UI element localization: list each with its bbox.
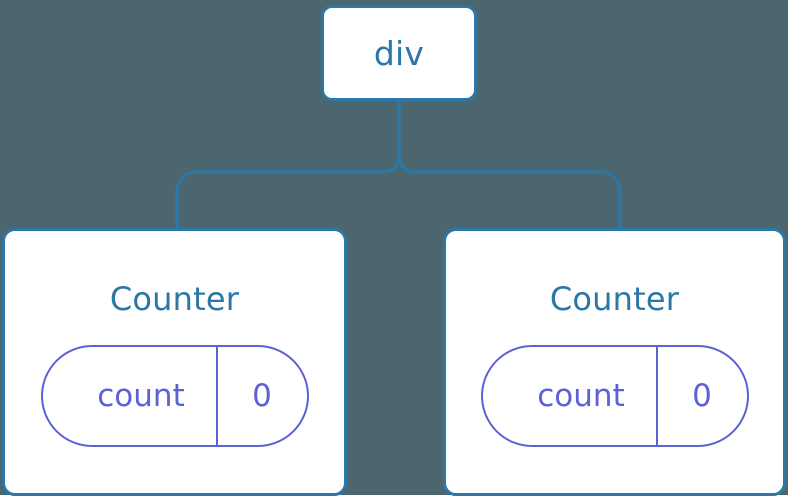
node-div[interactable]: div (321, 5, 477, 101)
node-div-label: div (373, 33, 425, 73)
node-counter-left-label: Counter (109, 280, 240, 318)
state-key-left: count (43, 347, 218, 445)
node-counter-right-label: Counter (549, 280, 680, 318)
edge-root-to-right-child (397, 98, 622, 234)
state-pill-left[interactable]: count 0 (40, 345, 309, 447)
node-counter-left[interactable]: Counter count 0 (2, 228, 347, 496)
state-value-left: 0 (252, 377, 272, 414)
state-value-right: 0 (692, 377, 712, 414)
state-pill-right[interactable]: count 0 (480, 345, 749, 447)
state-key-right: count (483, 347, 658, 445)
edge-root-to-left-child (175, 98, 401, 234)
node-counter-right[interactable]: Counter count 0 (443, 228, 786, 496)
